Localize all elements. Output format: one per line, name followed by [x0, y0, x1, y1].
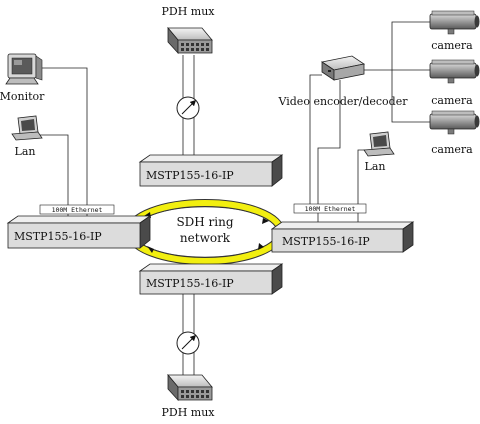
- ring-label-line2: network: [180, 231, 231, 245]
- mstp-device-top[interactable]: MSTP155-16-IP: [138, 154, 284, 187]
- video-encoder-label: Video encoder/decoder: [278, 95, 409, 108]
- monitor-node[interactable]: Monitor: [0, 53, 45, 103]
- gauge-icon: [176, 331, 200, 355]
- sdh-ring: SDH ring network: [125, 199, 285, 265]
- ring-arrow: [258, 243, 264, 250]
- connection-lines: [38, 21, 430, 375]
- lan-right-label: Lan: [365, 160, 386, 173]
- video-encoder-node[interactable]: Video encoder/decoder: [278, 55, 409, 108]
- camera-2-node[interactable]: camera: [429, 59, 480, 107]
- mstp-top-label: MSTP155-16-IP: [146, 169, 234, 182]
- camera-1-node[interactable]: camera: [429, 10, 480, 52]
- encoder-box-icon: [320, 55, 366, 81]
- lan-left-node[interactable]: Lan: [11, 115, 43, 158]
- pdh-mux-top-label: PDH mux: [161, 5, 215, 18]
- ethernet-label-left: 100M Ethernet: [39, 204, 115, 215]
- svg-text:100M Ethernet: 100M Ethernet: [305, 205, 356, 213]
- ethernet-label-right: 100M Ethernet: [293, 203, 367, 214]
- camera-icon: [429, 59, 480, 84]
- mstp-device-bottom[interactable]: MSTP155-16-IP: [138, 263, 284, 295]
- mstp-right-label: MSTP155-16-IP: [282, 235, 370, 248]
- gauge-icon: [176, 96, 200, 120]
- svg-text:100M Ethernet: 100M Ethernet: [52, 206, 103, 214]
- camera-3-node[interactable]: camera: [429, 110, 480, 156]
- laptop-icon: [11, 115, 43, 141]
- monitor-label: Monitor: [0, 90, 45, 103]
- pdh-mux-top[interactable]: PDH mux: [161, 5, 215, 120]
- router-box-icon: [167, 26, 213, 55]
- monitor-icon: [5, 53, 43, 85]
- lan-left-label: Lan: [15, 145, 36, 158]
- camera-icon: [429, 110, 480, 135]
- mstp-device-right[interactable]: MSTP155-16-IP: [270, 221, 415, 253]
- pdh-mux-bottom[interactable]: PDH mux: [161, 331, 215, 419]
- mstp-device-left[interactable]: MSTP155-16-IP: [6, 215, 152, 249]
- camera-2-label: camera: [431, 94, 473, 107]
- camera-3-label: camera: [431, 143, 473, 156]
- laptop-icon: [363, 131, 395, 157]
- camera-1-label: camera: [431, 39, 473, 52]
- camera-icon: [429, 10, 480, 35]
- mstp-bottom-label: MSTP155-16-IP: [146, 277, 234, 290]
- ring-label-line1: SDH ring: [176, 215, 233, 229]
- ring-arrow: [262, 218, 269, 224]
- router-box-icon: [167, 373, 213, 402]
- ring-arrow: [147, 246, 154, 253]
- mstp-left-label: MSTP155-16-IP: [14, 230, 102, 243]
- lan-right-node[interactable]: Lan: [363, 131, 395, 173]
- pdh-mux-bottom-label: PDH mux: [161, 406, 215, 419]
